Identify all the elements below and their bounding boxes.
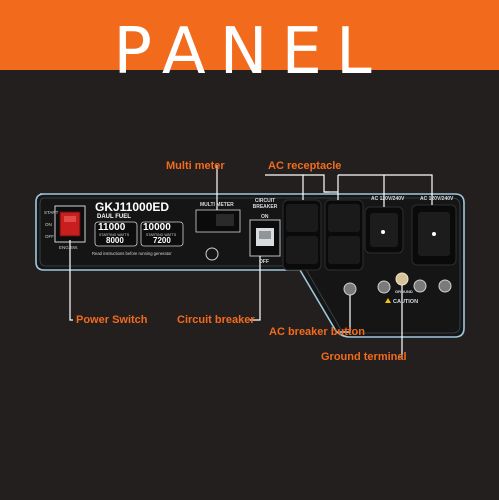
multi-meter-title: MULTI METER — [200, 202, 234, 208]
gas-running-alt: 8000 — [106, 236, 124, 245]
gas-spec-box — [94, 221, 138, 247]
ac-breaker-button-1 — [343, 282, 357, 296]
switch-on-label: ON — [45, 222, 52, 227]
switch-off-label: OFF — [45, 234, 54, 239]
circuit-breaker-on: ON — [261, 214, 269, 220]
lpg-starting-label: STARTING WATTS — [146, 233, 177, 237]
callout-multi-meter: Multi meter — [166, 160, 225, 172]
caution-label: CAUTION — [393, 299, 419, 305]
ac-breaker-button-2 — [377, 280, 391, 294]
model-name: GKJ11000ED — [95, 200, 170, 214]
fuel-type: DAUL FUEL — [97, 214, 131, 220]
warning-note: Read instructions before running generat… — [92, 251, 172, 256]
callout-ground-terminal: Ground terminal — [321, 351, 407, 363]
lpg-running-alt: 7200 — [153, 236, 171, 245]
lpg-spec-box — [140, 221, 184, 247]
lpg-running-watts: 10000 — [143, 222, 171, 233]
engine-switch-rocker — [59, 211, 81, 237]
callout-power-switch: Power Switch — [76, 314, 148, 326]
callout-ac-receptacle: AC receptacle — [268, 160, 342, 172]
callout-circuit-breaker: Circuit breaker — [177, 314, 255, 326]
ac-breaker-button-4 — [438, 279, 452, 293]
ac-label-left: AC 120V/240V — [371, 196, 405, 202]
ac-label-right: AC 120V/240V — [420, 196, 454, 202]
meter-dial-icon — [205, 247, 219, 261]
page-title: PANEL — [113, 15, 386, 89]
circuit-breaker-off: OFF — [259, 259, 269, 265]
gas-running-watts: 11000 — [98, 222, 126, 233]
caution-triangle-icon — [385, 298, 391, 303]
callout-ac-breaker-button: AC breaker button — [269, 326, 365, 338]
header-banner: PANEL — [0, 0, 499, 89]
ac-breaker-button-3 — [413, 279, 427, 293]
switch-start-label: START — [44, 210, 59, 215]
ground-label: GROUND — [395, 289, 413, 294]
gas-starting-label: STARTING WATTS — [99, 233, 130, 237]
switch-name-label: ENG.SW. — [59, 245, 79, 250]
circuit-breaker-title: CIRCUIT BREAKER — [252, 198, 278, 210]
ground-terminal — [395, 272, 409, 286]
